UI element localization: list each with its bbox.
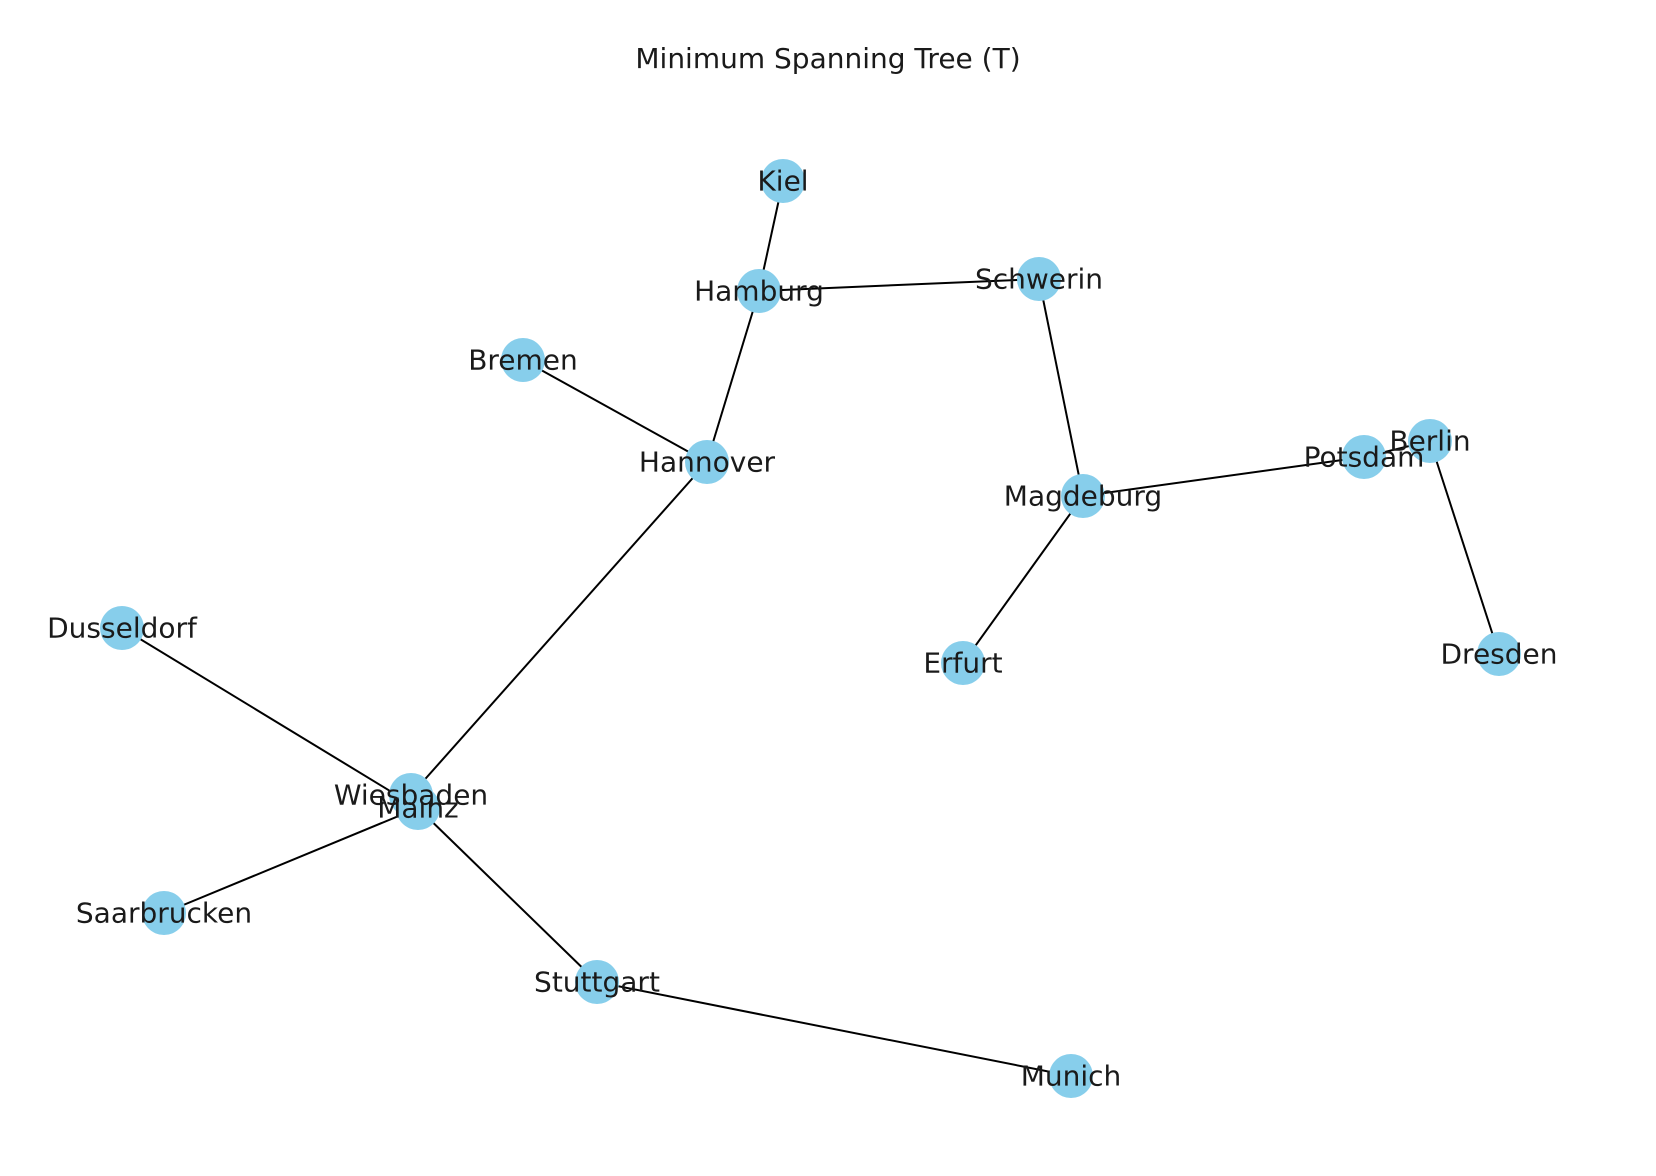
edge-mainz-saarbrucken xyxy=(163,807,419,914)
node-label-erfurt: Erfurt xyxy=(923,647,1002,680)
node-stuttgart xyxy=(575,960,619,1004)
node-bremen xyxy=(501,338,545,382)
node-mainz xyxy=(396,786,440,830)
node-dresden xyxy=(1477,632,1521,676)
node-label-stuttgart: Stuttgart xyxy=(534,966,660,999)
node-munich xyxy=(1049,1054,1093,1098)
node-erfurt xyxy=(941,641,985,685)
edges-layer xyxy=(121,180,1500,1077)
node-hamburg xyxy=(737,269,781,313)
node-label-schwerin: Schwerin xyxy=(975,263,1103,296)
node-hannover xyxy=(685,440,729,484)
edge-stuttgart-munich xyxy=(596,981,1072,1077)
node-potsdam xyxy=(1342,435,1386,479)
edge-hamburg-hannover xyxy=(706,290,760,463)
node-label-kiel: Kiel xyxy=(757,165,808,198)
node-label-mainz: Mainz xyxy=(377,792,459,825)
edge-magdeburg-potsdam xyxy=(1082,456,1365,497)
node-label-dusseldorf: Dusseldorf xyxy=(47,612,198,645)
edge-berlin-dresden xyxy=(1429,440,1500,655)
node-label-saarbrucken: Saarbrucken xyxy=(76,897,252,930)
node-label-hamburg: Hamburg xyxy=(694,275,824,308)
node-kiel xyxy=(761,159,805,203)
node-dusseldorf xyxy=(100,606,144,650)
node-berlin xyxy=(1408,419,1452,463)
edge-hamburg-schwerin xyxy=(758,278,1040,292)
edge-hannover-wiesbaden xyxy=(410,461,708,796)
edge-magdeburg-erfurt xyxy=(962,495,1084,664)
figure-title: Minimum Spanning Tree (T) xyxy=(635,42,1021,75)
node-saarbrucken xyxy=(142,891,186,935)
node-label-munich: Munich xyxy=(1021,1060,1122,1093)
node-label-potsdam: Potsdam xyxy=(1304,441,1425,474)
node-label-wiesbaden: Wiesbaden xyxy=(334,779,488,812)
node-label-dresden: Dresden xyxy=(1440,638,1557,671)
nodes-layer xyxy=(100,159,1521,1098)
node-label-bremen: Bremen xyxy=(468,344,578,377)
edge-schwerin-magdeburg xyxy=(1038,278,1084,497)
node-label-berlin: Berlin xyxy=(1389,425,1470,458)
edge-dusseldorf-mainz xyxy=(121,627,419,809)
node-label-magdeburg: Magdeburg xyxy=(1004,480,1162,513)
edge-bremen-hannover xyxy=(522,359,708,463)
node-schwerin xyxy=(1017,257,1061,301)
node-magdeburg xyxy=(1061,474,1105,518)
node-label-hannover: Hannover xyxy=(639,446,776,479)
edge-mainz-stuttgart xyxy=(417,807,598,983)
